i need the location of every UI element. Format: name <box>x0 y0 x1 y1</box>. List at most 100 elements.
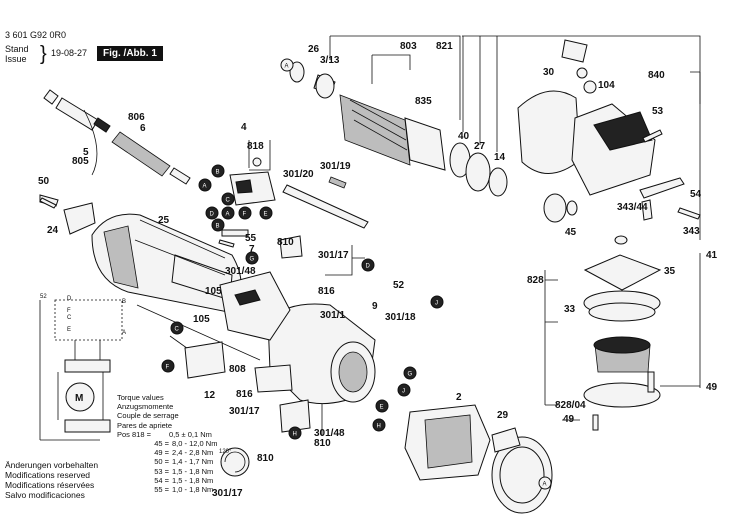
part-label: 49 <box>706 382 718 393</box>
svg-text:A: A <box>226 212 230 218</box>
gear-housing <box>517 39 656 196</box>
part-label: 810 <box>257 453 274 464</box>
part-label: 816 <box>318 286 335 297</box>
svg-text:D: D <box>366 264 371 270</box>
marker-H: H <box>372 418 386 432</box>
svg-text:G: G <box>250 257 255 263</box>
switch-rod <box>282 176 369 229</box>
note-line: Salvo modificaciones <box>5 490 85 500</box>
part-label: 104 <box>598 80 615 91</box>
part-label: 41 <box>706 250 718 261</box>
svg-text:H: H <box>293 432 297 438</box>
part-label: 50 <box>38 176 50 187</box>
part-label: 12 <box>204 390 216 401</box>
part-label: 835 <box>415 96 432 107</box>
part-label: 301/48 <box>225 266 256 277</box>
part-label: 821 <box>436 41 453 52</box>
torque-row: 55 =1,0 - 1,8 Nm <box>154 485 214 495</box>
brace: } <box>40 43 47 65</box>
part-label: 828/04 <box>555 400 586 411</box>
motor-housing-front <box>219 271 376 405</box>
stator-field <box>404 404 491 481</box>
part-label: 828 <box>527 275 544 286</box>
torque-heading-3: Pares de apriete <box>117 420 173 430</box>
terminal-B: B <box>122 299 126 305</box>
svg-text:J: J <box>402 389 405 395</box>
switch-module <box>229 157 276 206</box>
part-label: 840 <box>648 70 665 81</box>
part-label: 301/18 <box>385 312 416 323</box>
torque-row: 53 =1,5 - 1,8 Nm <box>154 466 214 476</box>
part-label: 2 <box>456 392 462 403</box>
svg-text:G: G <box>408 372 413 378</box>
part-label: 30 <box>543 67 555 78</box>
part-label: 808 <box>229 364 246 375</box>
handle-cover <box>39 194 96 235</box>
modification-notes: Änderungen vorbehalten Modifications res… <box>5 460 98 500</box>
terminal-A: A <box>122 330 126 336</box>
part-label: 35 <box>664 266 676 277</box>
part-label: 53 <box>652 106 664 117</box>
terminal-D: D <box>67 296 72 302</box>
marker-G2: G <box>403 366 417 380</box>
electronic-module <box>184 229 311 477</box>
part-label: 343 <box>683 226 700 237</box>
bearing-rings <box>449 142 508 197</box>
svg-text:F: F <box>166 365 170 371</box>
torque-heading-1: Anzugsmomente <box>117 402 174 412</box>
part-label: 49 <box>563 414 575 425</box>
marker-E2: E <box>375 399 389 413</box>
svg-text:B: B <box>216 224 220 230</box>
part-label: 14 <box>494 152 506 163</box>
marker-F2: F <box>161 359 175 373</box>
part-label: 7 <box>249 244 255 255</box>
marker-J: J <box>430 295 444 309</box>
bevel-gear-small <box>543 177 685 223</box>
part-label: 816 <box>236 389 253 400</box>
motor-symbol: M <box>75 393 83 404</box>
part-label: 805 <box>72 156 89 167</box>
part-label: 803 <box>400 41 417 52</box>
part-label: 26 <box>308 44 320 55</box>
guard <box>491 427 553 514</box>
part-label: 806 <box>128 112 145 123</box>
torque-row: 45 =8,0 - 12,0 Nm <box>154 439 218 449</box>
document-number: 3 601 G92 0R0 <box>5 30 67 40</box>
wiring-schematic: 52 D B F C E A M <box>39 294 126 441</box>
marker-H2: H <box>288 426 302 440</box>
marker-D: D <box>205 206 219 220</box>
torque-row: Pos 818 =0,5 ± 0,1 Nm <box>117 429 212 439</box>
part-label: 55 <box>245 233 257 244</box>
part-label: 9 <box>372 301 378 312</box>
screws <box>39 129 701 248</box>
svg-text:E: E <box>380 405 384 411</box>
terminal-F: F <box>67 308 71 314</box>
power-cord <box>43 89 191 185</box>
angle-label: 120° <box>219 449 232 455</box>
marker-A: A <box>280 58 294 72</box>
part-label: 4 <box>241 122 247 133</box>
note-line: Modifications réservées <box>5 480 95 490</box>
part-label: 301/17 <box>318 250 349 261</box>
marker-B: B <box>211 164 225 178</box>
part-label: 301/17 <box>229 406 260 417</box>
torque-row: 54 =1,5 - 1,8 Nm <box>154 475 214 485</box>
marker-E: E <box>259 206 273 220</box>
part-label: 27 <box>474 141 486 152</box>
terminal-C: C <box>67 315 72 321</box>
part-label: 33 <box>564 304 576 315</box>
schematic-label: 52 <box>40 294 47 300</box>
part-label: 24 <box>47 225 59 236</box>
part-label: 5 <box>83 147 89 158</box>
armature <box>289 61 446 171</box>
motor-housing <box>91 213 242 313</box>
part-label: 40 <box>458 131 470 142</box>
part-label: 6 <box>140 123 146 134</box>
marker-C2: C <box>170 321 184 335</box>
part-label: 25 <box>158 215 170 226</box>
part-label: 810 <box>314 438 331 449</box>
torque-table: Torque values Anzugsmomente Couple de se… <box>117 393 242 494</box>
torque-heading-0: Torque values <box>117 393 164 402</box>
torque-row: 50 =1,4 - 1,7 Nm <box>154 457 214 467</box>
part-label: 3/13 <box>320 55 340 66</box>
